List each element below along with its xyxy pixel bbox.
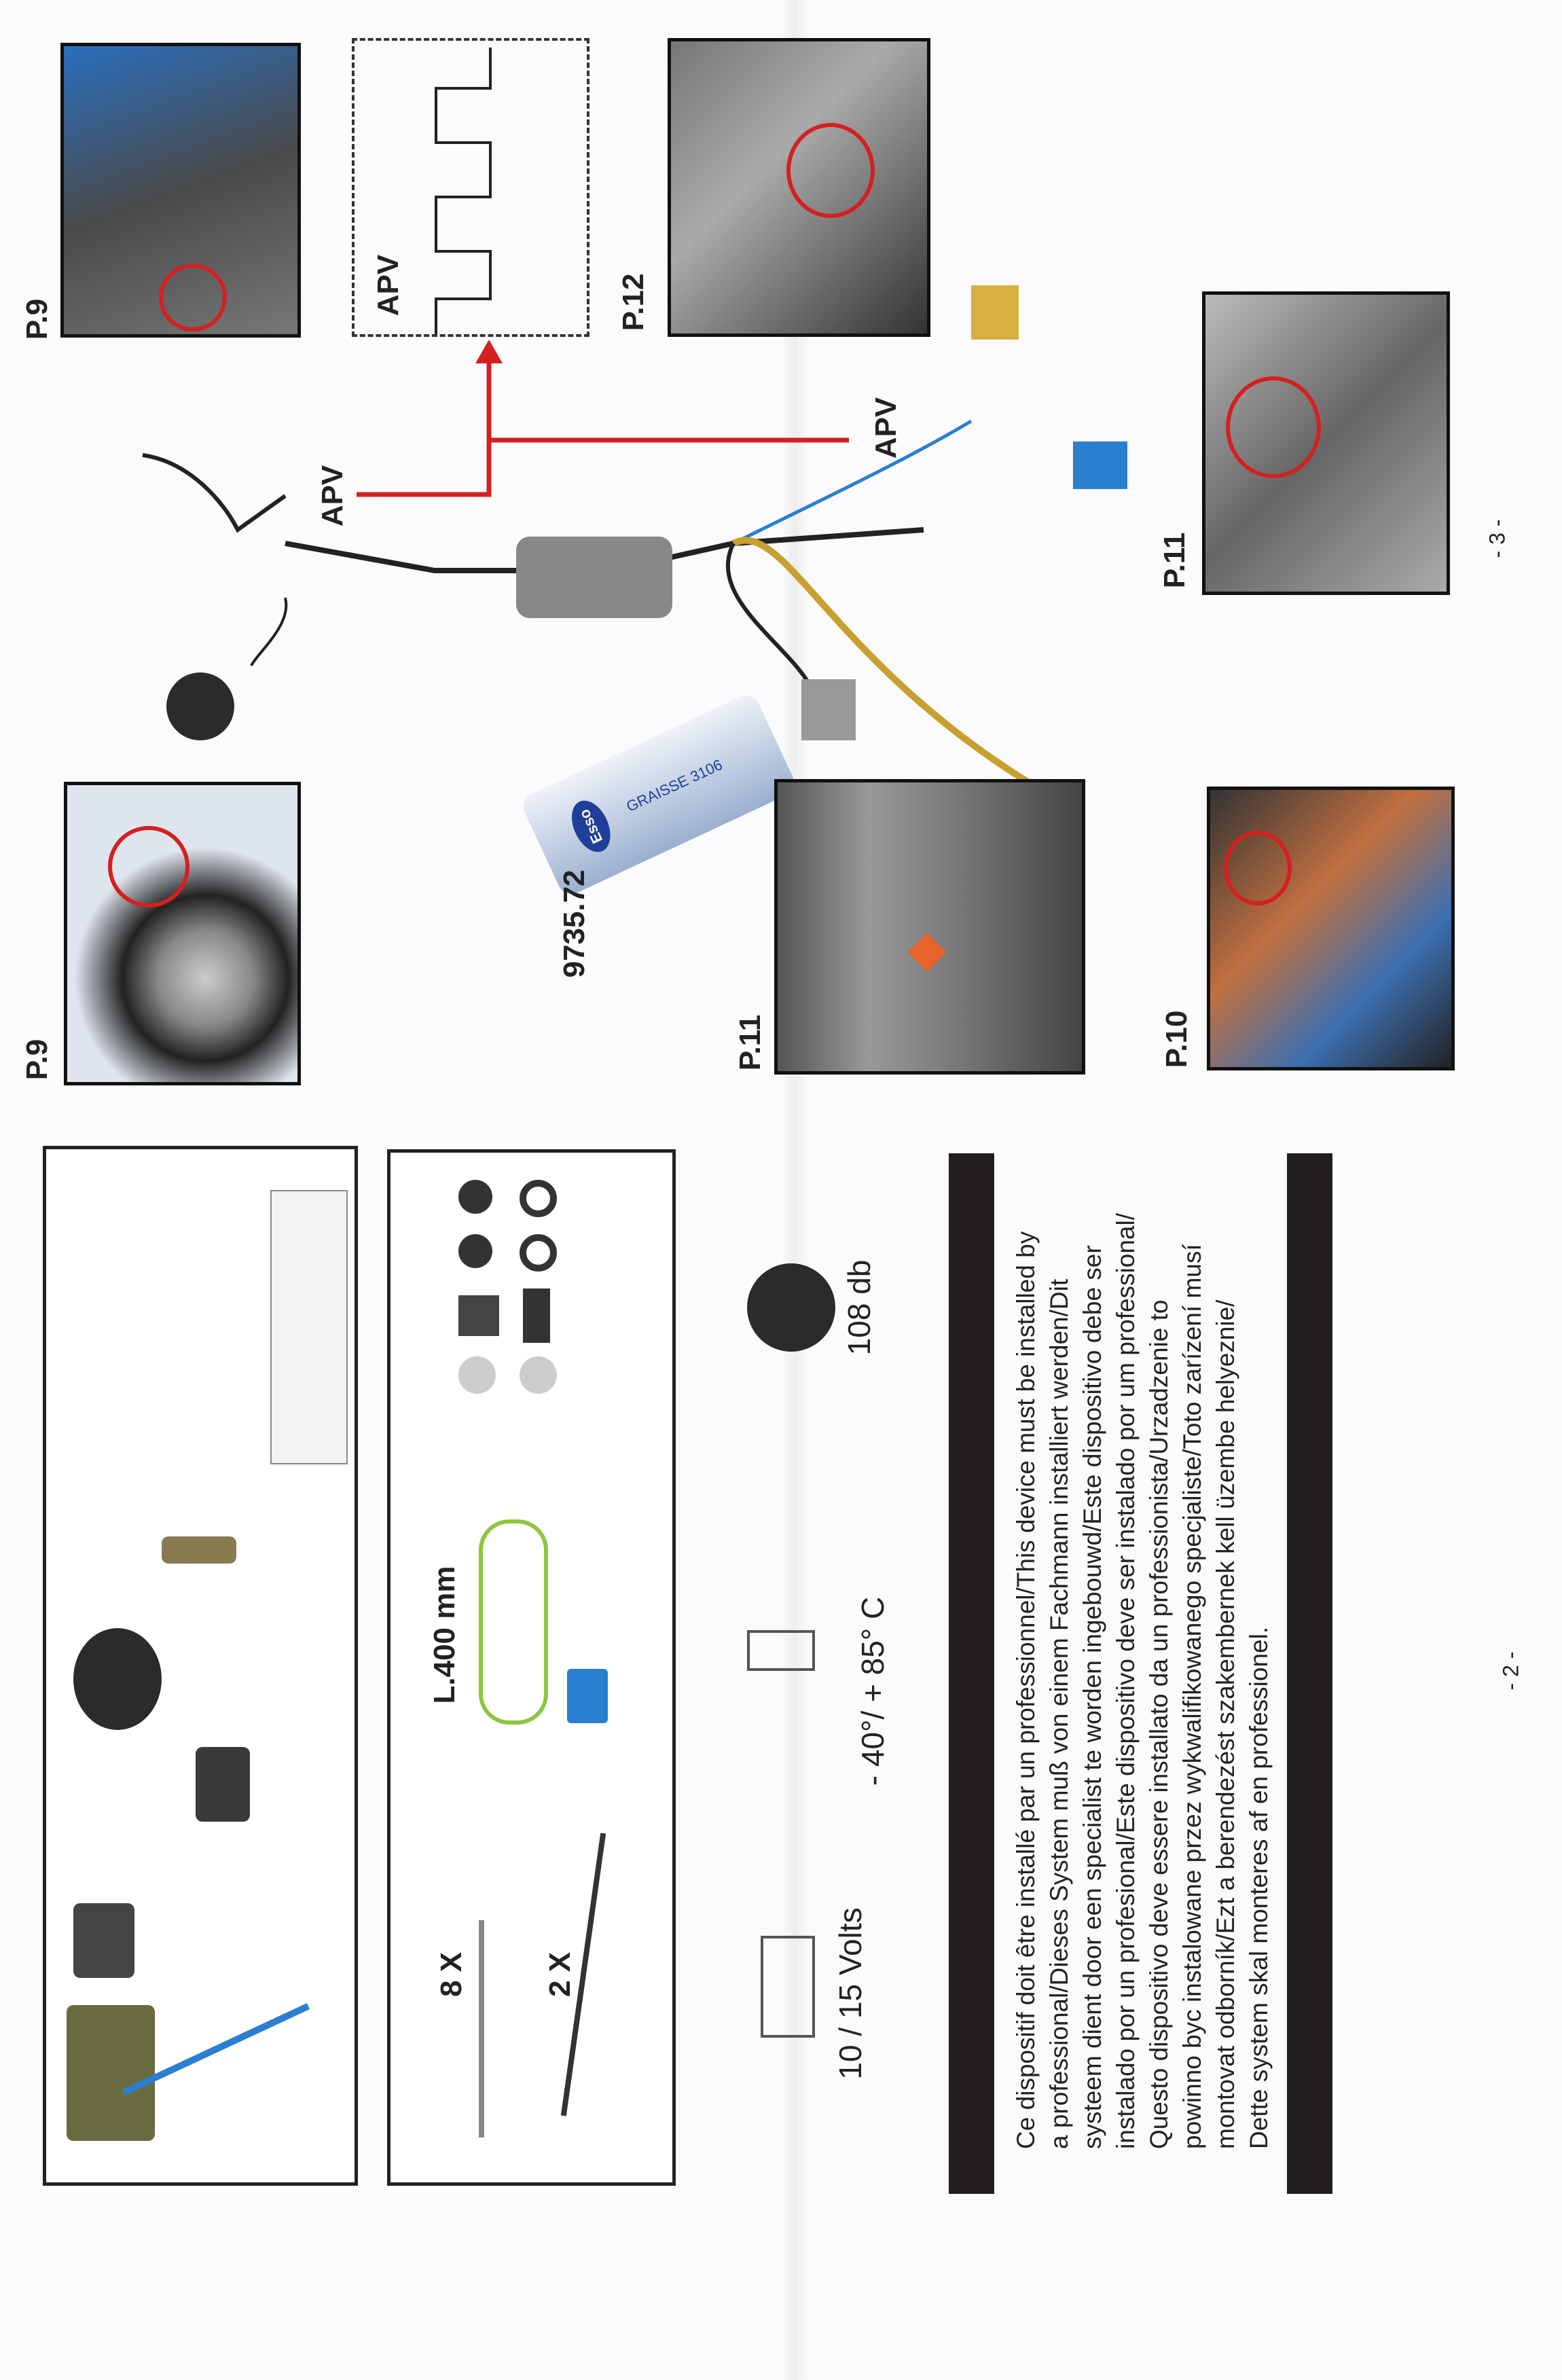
connector-image [971, 285, 1019, 340]
grommet-image [516, 537, 672, 618]
ties-count: 8 X [435, 1951, 468, 1998]
fuse-image [567, 1669, 608, 1723]
label-p12: P.12 [617, 273, 650, 331]
photo-p11-dashboard [774, 779, 1085, 1075]
battery-icon [761, 1936, 815, 2038]
siren-icon [747, 1263, 835, 1352]
photo-p10-wiring [1207, 787, 1455, 1070]
divider-bar [1287, 1153, 1332, 2194]
photo-p12-console [668, 38, 930, 337]
grease-reference: 9735.72 [558, 869, 591, 978]
voltage-spec: 10 / 15 Volts [833, 1907, 868, 2080]
screw-image [458, 1295, 499, 1336]
kit-contents-box [43, 1146, 358, 2186]
nut-image [520, 1356, 557, 1394]
connector-image [801, 679, 856, 740]
bracket-image [162, 1536, 236, 1564]
label-p9-bottom: P.9 [20, 1039, 54, 1081]
wire-length: L.400 mm [428, 1566, 461, 1704]
nut-image [458, 1356, 496, 1394]
apv-signal-arrow [357, 340, 849, 497]
notice-line: instalado por un profesional/Este dispos… [1112, 1212, 1140, 2150]
notice-line: powinno byc instalowane przez wykwalifik… [1178, 1244, 1206, 2150]
divider-bar [949, 1153, 994, 2194]
instruction-leaflet-image [270, 1190, 348, 1464]
label-p9-top: P.9 [20, 298, 54, 340]
photo-p11-module [1202, 291, 1450, 595]
label-p11-dashboard: P.11 [733, 1014, 767, 1071]
notice-line: a professional/Dieses System muß von ein… [1045, 1278, 1073, 2150]
label-p11: P.11 [1158, 532, 1191, 589]
notice-line: systeem dient door een specialist te wor… [1078, 1245, 1106, 2150]
professional-install-notice: Ce dispositif doit être installé par un … [1009, 1213, 1275, 2149]
nut-image [458, 1234, 492, 1268]
notice-line: montovat odborník/Ezt a berendezést szak… [1212, 1299, 1239, 2150]
wire-loop-image [479, 1519, 548, 1725]
siren-image [73, 1628, 162, 1730]
alarm-module-image [67, 2005, 155, 2141]
page-number: - 2 - [1498, 1651, 1523, 1691]
square-wave-icon [435, 48, 492, 334]
label-p10: P.10 [1160, 1010, 1193, 1068]
notice-line: Questo dispositivo deve essere installat… [1145, 1299, 1173, 2150]
wiring-harness-diagram [142, 419, 1075, 812]
notice-line: Ce dispositif doit être installé par un … [1012, 1231, 1040, 2150]
bracket-image [73, 1903, 134, 1978]
thermometer-icon [747, 1630, 815, 1671]
washer-image [520, 1234, 557, 1272]
apv-box-label: APV [371, 254, 405, 317]
nut-image [458, 1180, 492, 1214]
washer-image [520, 1180, 557, 1217]
apv-signal-box: APV [352, 38, 589, 337]
notice-line: Dette system skal monteres af en profess… [1245, 1626, 1273, 2150]
connector-image [1073, 441, 1127, 489]
connector-image [196, 1747, 250, 1822]
clips-count: 2 X [543, 1951, 577, 1998]
photo-p9-engine [60, 43, 301, 338]
cable-tie-image [479, 1920, 484, 2138]
page-number: - 3 - [1485, 519, 1510, 558]
page-fold [781, 0, 808, 2380]
siren-image [166, 672, 234, 740]
hardware-box: 8 X 2 X L.400 mm [387, 1149, 676, 2186]
siren-spec: 108 db [841, 1259, 877, 1356]
bolt-image [523, 1288, 550, 1343]
temperature-spec: - 40°/ + 85° C [855, 1596, 890, 1786]
photo-p9-wheel [64, 782, 301, 1085]
